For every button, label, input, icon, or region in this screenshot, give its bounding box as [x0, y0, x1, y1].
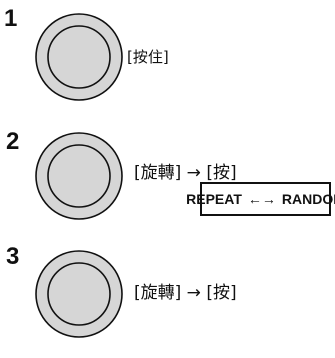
- step-1-action: [按住]: [127, 48, 169, 66]
- step-2-knob-icon: [35, 132, 123, 220]
- step-2-action: [旋轉] → [按]: [134, 163, 237, 183]
- double-arrow-icon: ←→: [247, 191, 276, 207]
- repeat-label: REPEAT: [186, 191, 242, 207]
- step-1-knob-icon: [35, 13, 123, 101]
- repeat-random-mode-box: REPEAT ←→ RANDOM: [186, 182, 335, 216]
- step-3-action: [旋轉] → [按]: [134, 283, 237, 303]
- step-3-knob-icon: [35, 250, 123, 338]
- step-2-number: 2: [6, 128, 20, 155]
- step-3-number: 3: [6, 243, 20, 270]
- step-1-number: 1: [4, 5, 18, 32]
- random-label: RANDOM: [281, 191, 335, 207]
